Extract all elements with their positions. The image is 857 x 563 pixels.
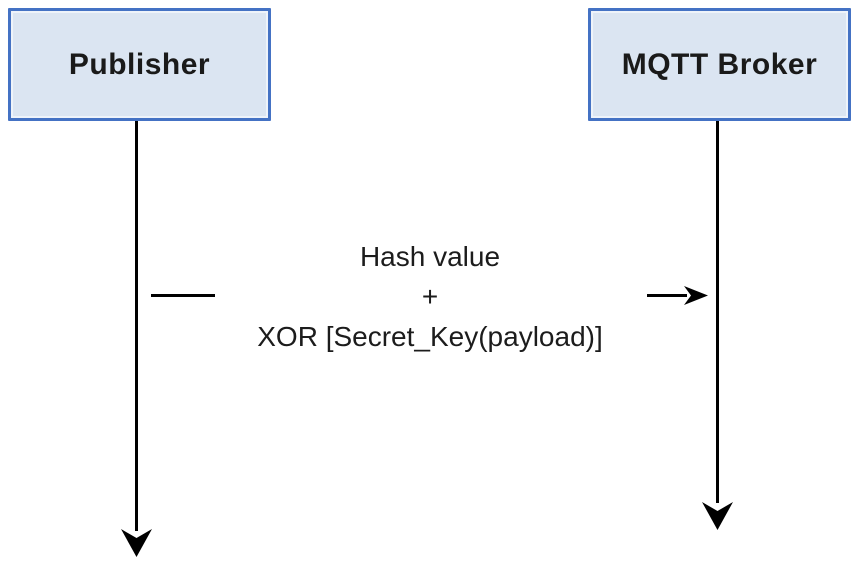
- message-label-line-2: +: [421, 281, 439, 312]
- mqtt-broker-lifeline: [716, 121, 719, 503]
- message-right-arrow-icon: [684, 286, 708, 305]
- publisher-lifeline: [135, 121, 138, 531]
- message-label-line-1: Hash value: [359, 241, 501, 272]
- message-line-right-segment: [647, 294, 687, 297]
- message-label: Hash value + XOR [Secret_Key(payload)]: [215, 237, 645, 357]
- publisher-lifeline-down-arrow-icon: [121, 529, 152, 557]
- mqtt-broker-label: MQTT Broker: [621, 47, 818, 81]
- publisher-label: Publisher: [68, 47, 211, 81]
- publisher-actor-box: Publisher: [8, 8, 271, 121]
- message-label-line-3: XOR [Secret_Key(payload)]: [257, 321, 603, 352]
- mqtt-broker-actor-box: MQTT Broker: [588, 8, 851, 121]
- mqtt-broker-lifeline-down-arrow-icon: [702, 502, 733, 530]
- message-line-left-segment: [151, 294, 215, 297]
